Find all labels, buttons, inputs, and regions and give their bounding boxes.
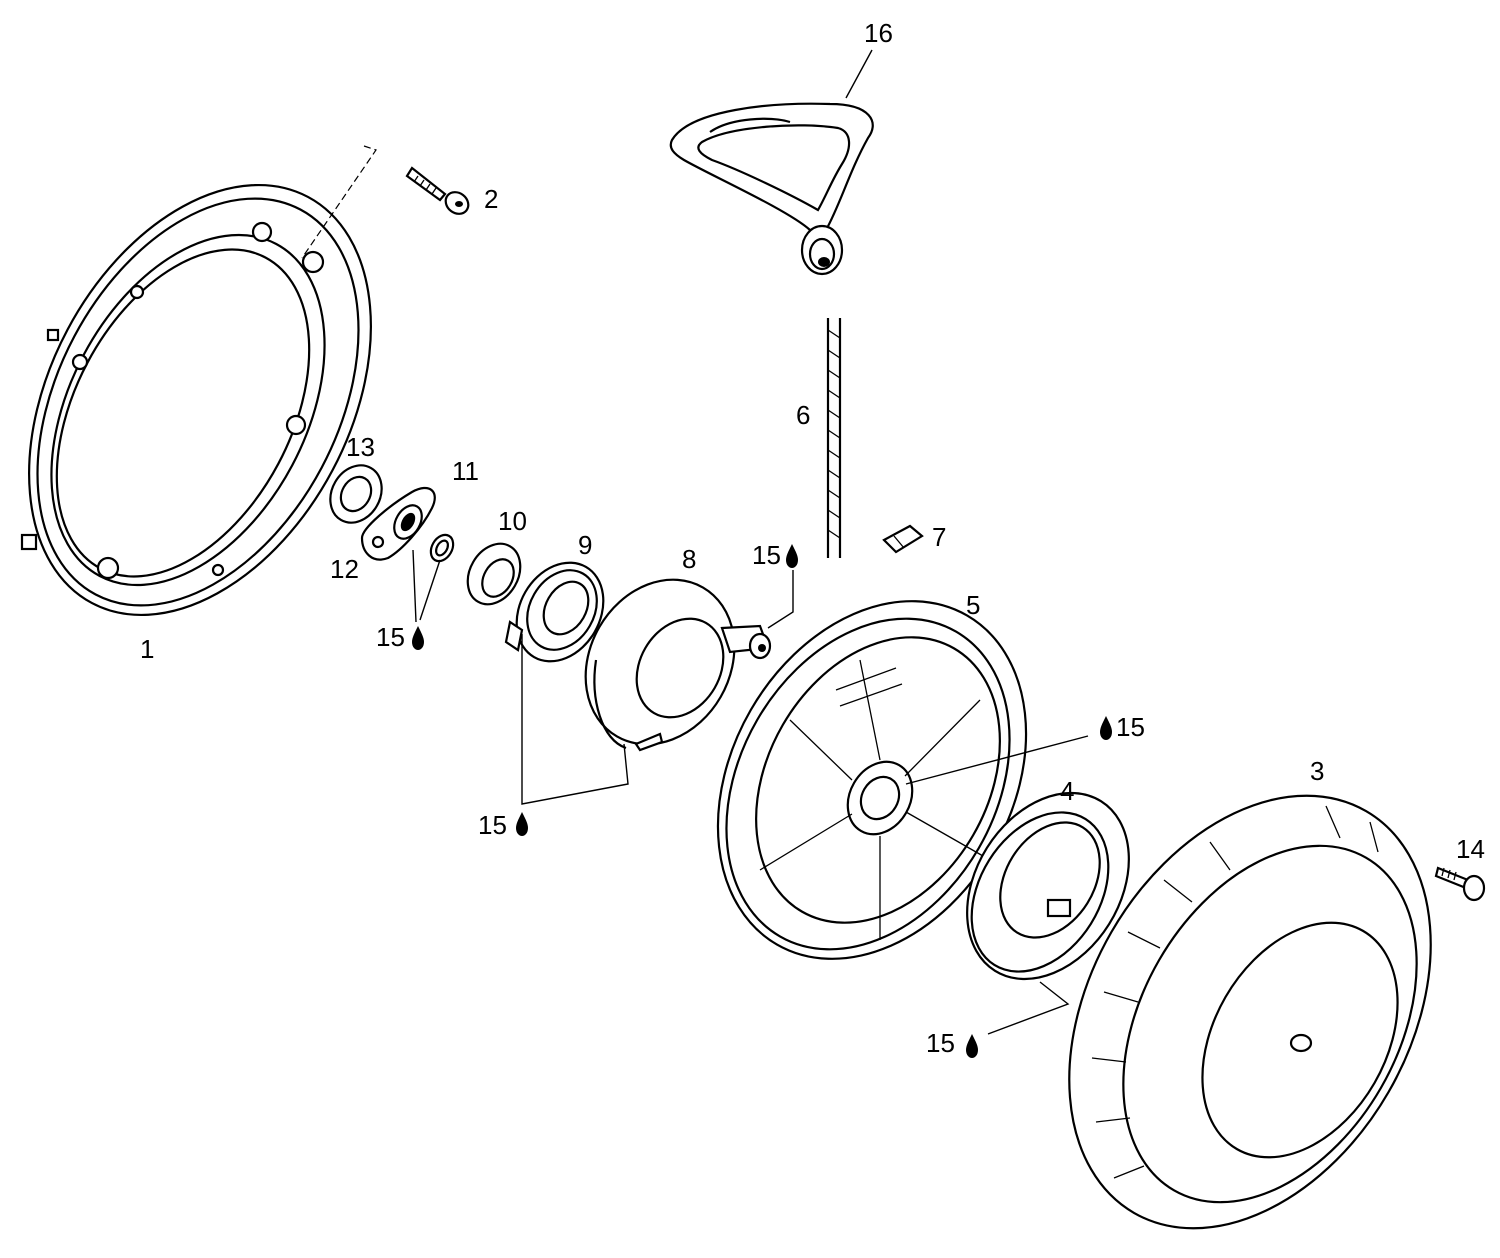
label-part-8: 8 (682, 544, 696, 574)
part-10-bushing (466, 542, 522, 606)
part-labels: 16 2 6 13 11 10 9 8 7 12 5 1 4 3 14 (140, 18, 1485, 864)
label-part-5: 5 (966, 590, 980, 620)
oil-drop-icon (1100, 716, 1112, 740)
part-12-pawl-plate (360, 486, 436, 561)
part-11-washer (429, 533, 455, 563)
label-part-14: 14 (1456, 834, 1485, 864)
label-part-12: 12 (330, 554, 359, 584)
part-8-ratchet (584, 578, 772, 752)
label-part-1: 1 (140, 634, 154, 664)
label-grease-15: 15 (926, 1028, 955, 1058)
label-grease-15: 15 (1116, 712, 1145, 742)
part-13-lock-washer (329, 464, 383, 524)
leader-lines (301, 49, 1089, 1035)
oil-drop-icon (786, 544, 798, 568)
part-1-flange-ring (20, 183, 372, 617)
label-part-2: 2 (484, 184, 498, 214)
part-2-bolt (405, 166, 470, 215)
part-4-spring-housing (966, 791, 1130, 981)
part-14-screw (1434, 866, 1486, 902)
label-part-11: 11 (452, 456, 479, 486)
label-grease-15: 15 (376, 622, 405, 652)
label-part-13: 13 (346, 432, 375, 462)
label-part-4: 4 (1060, 776, 1074, 806)
label-grease-15: 15 (478, 810, 507, 840)
label-part-10: 10 (498, 506, 527, 536)
grease-drop-icons (412, 544, 1112, 1058)
part-3-starter-cover (1068, 794, 1432, 1230)
part-7-rope-clip (882, 524, 924, 554)
label-part-6: 6 (796, 400, 810, 430)
oil-drop-icon (516, 812, 528, 836)
part-6-starter-rope (826, 318, 842, 558)
label-grease-15: 15 (752, 540, 781, 570)
oil-drop-icon (966, 1034, 978, 1058)
part-16-starter-handle (669, 102, 874, 276)
oil-drop-icon (412, 626, 424, 650)
label-part-3: 3 (1310, 756, 1324, 786)
label-part-16: 16 (864, 18, 893, 48)
label-part-7: 7 (932, 522, 946, 552)
grease-callout-labels: 15 15 15 15 15 (376, 540, 1145, 1058)
label-part-9: 9 (578, 530, 592, 560)
part-9-return-spring (504, 561, 605, 663)
part-5-rope-pulley (716, 600, 1028, 960)
